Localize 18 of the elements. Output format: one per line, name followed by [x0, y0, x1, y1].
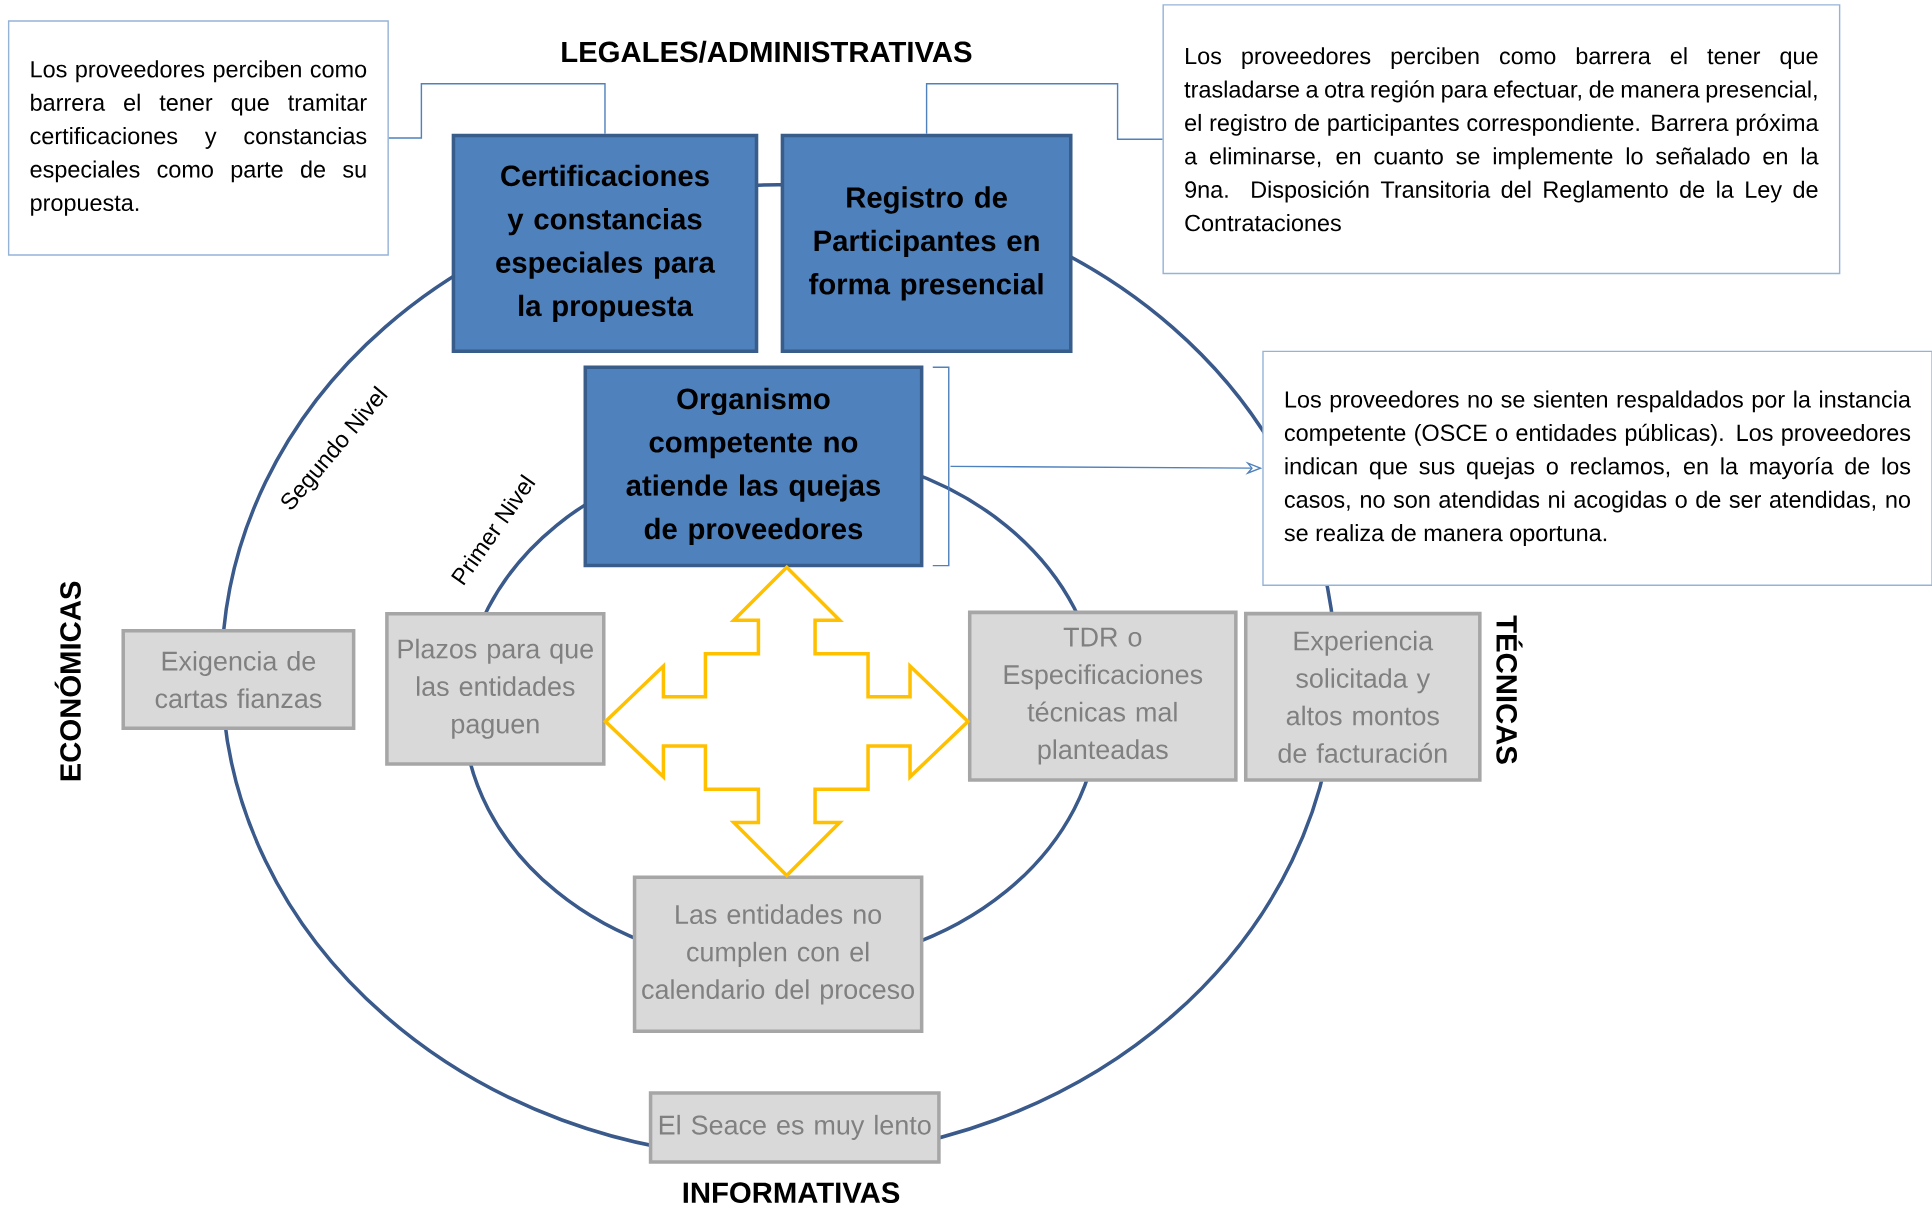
process-box: Exigencia de cartas fianzas: [121, 629, 356, 731]
note-box: Los proveedores perciben como barrera el tener que trasladarse a otra región para efectuar, de manera presencial, el registro de participantes correspondiente. Barrera próxima a eliminarse, en cuanto se implemente lo señalado en la 9na. Disposición Transitoria del Reglamento de la Ley de Contrataciones: [1162, 4, 1841, 275]
note-box: Los proveedores no se sienten respaldados por la instancia competente (OSCE o entidades públicas). Los proveedores indican que sus quejas o reclamos, en la mayoría de los casos, no son atendidas ni acogidas o de ser atendidas, no se realiza de manera oportuna.: [1262, 350, 1932, 587]
process-box: Las entidades no cumplen con el calendario del proceso: [632, 875, 924, 1034]
process-box: El Seace es muy lento: [648, 1091, 941, 1164]
note-box: Los proveedores perciben como barrera el tener que tramitar certificaciones y constancias especiales como parte de su propuesta.: [7, 20, 389, 256]
axis-heading: TÉCNICAS: [1496, 615, 1523, 764]
axis-heading: ECONÓMICAS: [54, 581, 81, 781]
process-box: Experiencia solicitada y altos montos de facturación: [1243, 612, 1482, 782]
process-box: Registro de Participantes en forma presencial: [780, 134, 1073, 354]
axis-heading: LEGALES/ADMINISTRATIVAS: [562, 41, 972, 63]
connector-line: [388, 83, 606, 139]
four-way-arrow: [602, 565, 971, 879]
process-box: Certificaciones y constancias especiales para la propuesta: [451, 134, 759, 354]
connector-line: [925, 83, 1164, 141]
process-box: Organismo competente no atiende las quejas de proveedores: [583, 365, 924, 568]
process-box: TDR o Especificaciones técnicas mal planteadas: [967, 610, 1238, 782]
process-box: Plazos para que las entidades paguen: [385, 612, 606, 766]
